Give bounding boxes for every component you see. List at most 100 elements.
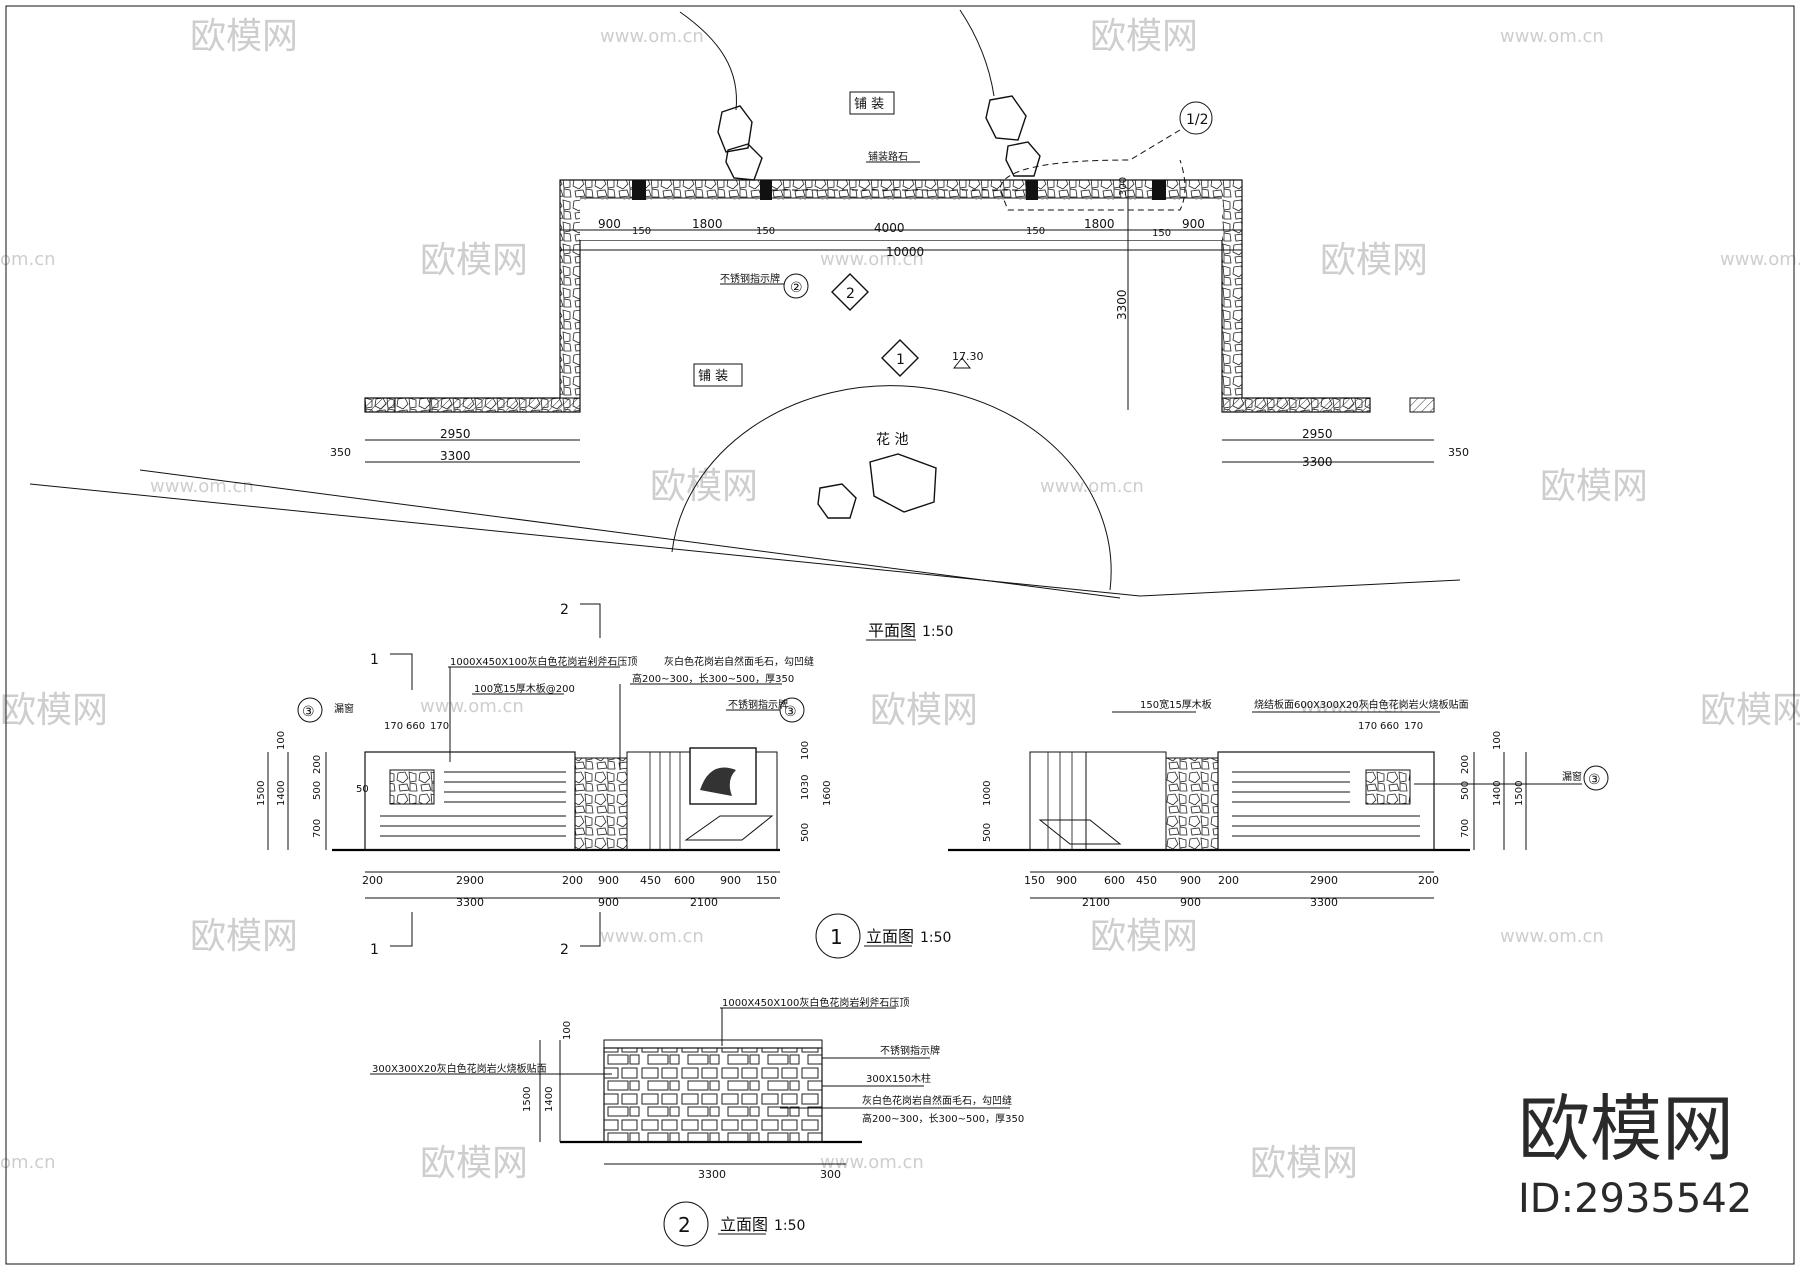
dim: 4000 xyxy=(874,221,905,235)
note-post: 300X150木柱 xyxy=(866,1072,931,1085)
boulder xyxy=(1005,141,1041,177)
dim-300: 300 xyxy=(1118,177,1129,196)
elevation-mark: 17.30 xyxy=(952,350,984,363)
dim: 900 xyxy=(1180,874,1201,887)
dim: 3300 xyxy=(1302,455,1333,469)
dim: 600 xyxy=(674,874,695,887)
detail-ref: 1/2 xyxy=(1186,112,1209,128)
watermark-url: www.om.cn xyxy=(600,26,704,47)
dim: 170 xyxy=(1404,721,1423,732)
watermark-url: www.om.cn xyxy=(600,926,704,947)
watermark-url: www.om.cn xyxy=(820,1152,924,1173)
dim: 2900 xyxy=(456,874,484,887)
dim: 500 xyxy=(312,781,323,800)
dim: 1500 xyxy=(256,781,267,806)
elevation2-scale: 1:50 xyxy=(774,1218,805,1234)
dim: 200 xyxy=(362,874,383,887)
watermark-brand: 欧模网 xyxy=(1320,240,1428,281)
dim: 660 xyxy=(406,721,425,732)
note-stone-sizes: 高200~300，长300~500，厚350 xyxy=(632,672,794,685)
section-mark: 1 xyxy=(370,942,379,958)
boulder xyxy=(717,105,753,153)
dim: 2900 xyxy=(1310,874,1338,887)
dim: 200 xyxy=(1460,755,1471,774)
paving-mid-label-box xyxy=(693,363,743,387)
note-wood-post: 150宽15厚木板 xyxy=(1140,698,1212,711)
dim: 500 xyxy=(982,823,993,842)
dim-depth: 3300 xyxy=(1115,289,1129,320)
note-side-tile: 300X300X20灰白色花岗岩火烧板贴面 xyxy=(372,1062,547,1075)
dim: 3300 xyxy=(456,896,484,909)
dim: 900 xyxy=(598,217,621,231)
boulder xyxy=(817,483,857,519)
dim: 500 xyxy=(800,823,811,842)
note-window-left: 漏窗 xyxy=(334,702,354,715)
watermark-brand: 欧模网 xyxy=(420,240,528,281)
dim: 3300 xyxy=(440,449,471,463)
dim-total: 10000 xyxy=(886,245,924,259)
watermark-url: www.om.cn xyxy=(420,696,524,717)
paving-mid-label: 铺 装 xyxy=(698,369,728,384)
dim: 700 xyxy=(312,819,323,838)
paving-stone-label: 铺装路石 xyxy=(868,150,908,163)
plan-title: 平面图 xyxy=(868,621,916,640)
watermark-brand: 欧模网 xyxy=(1540,466,1648,507)
dim: 2950 xyxy=(440,427,471,441)
note-sign: 不锈钢指示牌 xyxy=(728,698,788,711)
window-left xyxy=(389,769,435,805)
section-ref-1: 1 xyxy=(896,352,905,368)
flower-bed-arc xyxy=(671,385,1112,591)
sign-label: 不锈钢指示牌 xyxy=(720,272,780,285)
note-stone: 灰白色花岗岩自然面毛石，勾凹缝 xyxy=(862,1094,1012,1107)
dim: 660 xyxy=(1380,721,1399,732)
callout-3: ③ xyxy=(1588,772,1601,788)
watermark-url: www.om.cn xyxy=(1500,926,1604,947)
dim: 200 xyxy=(562,874,583,887)
dim: 200 xyxy=(1218,874,1239,887)
watermark-url: om.cn xyxy=(0,249,56,270)
elevation1-dims-left: 200 2900 200 900 450 600 900 150 3300 90… xyxy=(256,721,833,909)
dim: 1000 xyxy=(982,781,993,806)
dim: 150 xyxy=(632,226,651,237)
dim: 1400 xyxy=(276,781,287,806)
callout-2: ② xyxy=(790,280,803,296)
dim: 1030 xyxy=(800,775,811,800)
dim: 2950 xyxy=(1302,427,1333,441)
dim: 2100 xyxy=(690,896,718,909)
stone-wall xyxy=(603,1047,823,1143)
dim: 1500 xyxy=(1514,781,1525,806)
brand-id: ID:2935542 xyxy=(1518,1176,1752,1222)
note-cap: 1000X450X100灰白色花岗岩剁斧石压顶 xyxy=(450,655,637,668)
dim: 700 xyxy=(1460,819,1471,838)
plan-top-dims: 900 150 1800 150 4000 150 1800 150 900 1… xyxy=(598,177,1205,320)
dim: 450 xyxy=(640,874,661,887)
section-mark: 2 xyxy=(560,942,569,958)
dim: 1800 xyxy=(1084,217,1115,231)
elevation-1: 1 2 1 2 ③ ③ ③ 1000X450X100灰白色花岗岩剁斧石压顶 10… xyxy=(256,602,1609,959)
elevation1-scale: 1:50 xyxy=(920,930,951,946)
note-cap: 1000X450X100灰白色花岗岩剁斧石压顶 xyxy=(722,996,909,1009)
note-stone: 灰白色花岗岩自然面毛石，勾凹缝 xyxy=(664,655,814,668)
watermark-url: www.om.cn xyxy=(820,249,924,270)
dim: 100 xyxy=(276,731,287,750)
dim: 1400 xyxy=(1492,781,1503,806)
watermark-url: www.om.cn xyxy=(150,476,254,497)
dim: 170 xyxy=(430,721,449,732)
dim: 200 xyxy=(312,755,323,774)
note-stone-sizes: 高200~300，长300~500，厚350 xyxy=(862,1112,1024,1125)
note-boards: 100宽15厚木板@200 xyxy=(474,682,575,695)
dim: 2100 xyxy=(1082,896,1110,909)
dim: 170 xyxy=(384,721,403,732)
dim: 1800 xyxy=(692,217,723,231)
watermark-brand: 欧模网 xyxy=(870,690,978,731)
stone-pier-right xyxy=(1165,757,1219,851)
section-ref-2: 2 xyxy=(846,286,855,302)
dim: 50 xyxy=(356,784,369,795)
dim: 900 xyxy=(720,874,741,887)
paving-top-label: 铺 装 xyxy=(854,97,884,112)
callout-3: ③ xyxy=(784,704,797,720)
elevation2-number: 2 xyxy=(678,1213,691,1237)
note-window-right: 漏窗 xyxy=(1562,770,1582,783)
